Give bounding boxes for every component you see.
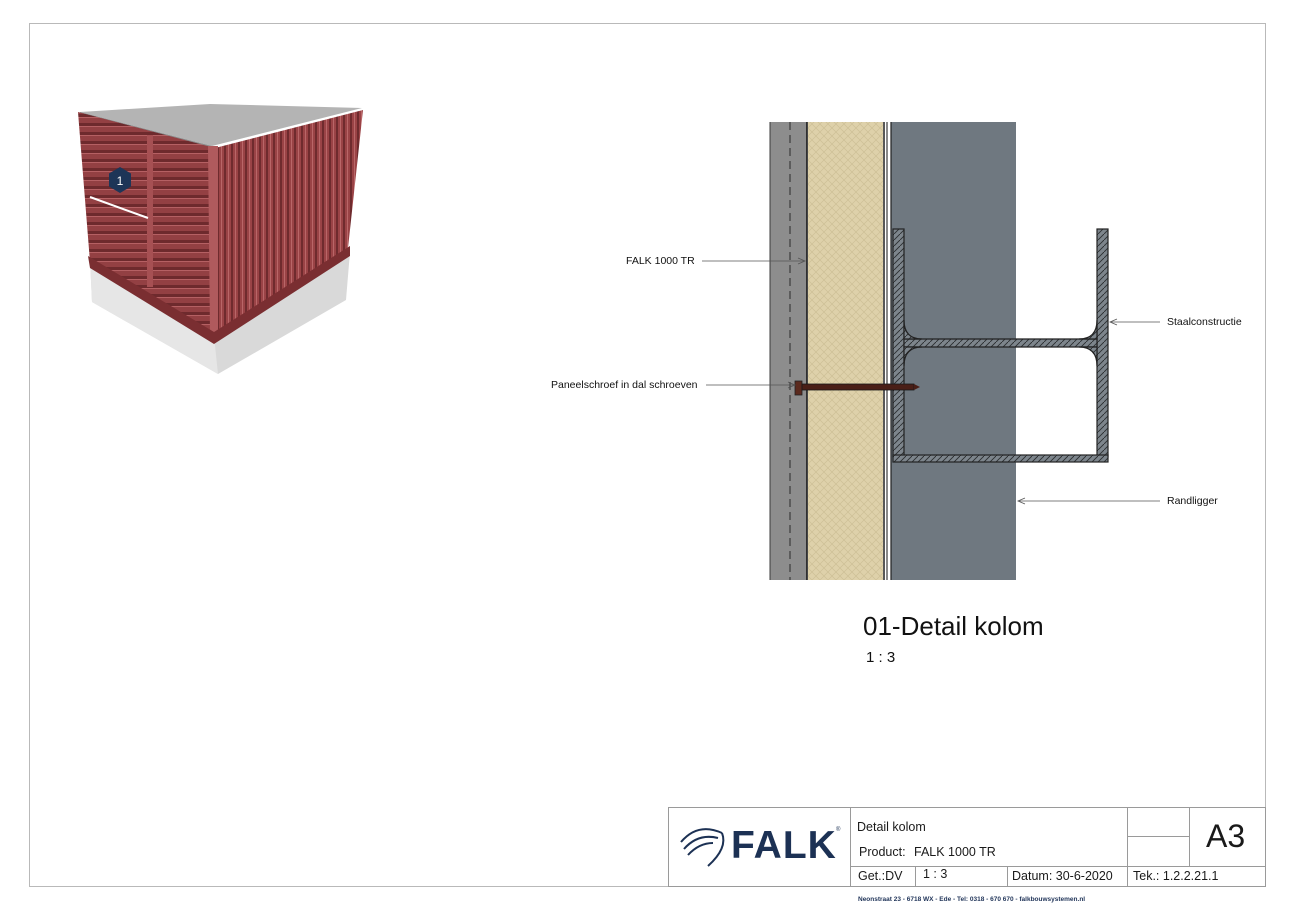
product-label: Product: [859,845,906,859]
label-edge-beam: Randligger [1167,495,1218,507]
sheet-size: A3 [1206,818,1246,854]
product-value: FALK 1000 TR [914,845,996,859]
right-wall-cladding [215,110,363,336]
outer-steel-sheet [770,122,807,580]
label-panel-screw: Paneelschroef in dal schroeven [551,379,698,391]
falk-logo-mark [680,828,725,867]
drawing-title: Detail kolom [857,820,926,834]
registered-mark: ® [836,827,841,833]
company-address: Neonstraat 23 - 6718 WX - Ede - Tel: 031… [858,896,1086,903]
drawing-scale: 1 : 3 [923,867,948,881]
detail-title: 01-Detail kolom [863,611,1044,641]
falk-logo: FALK [731,824,837,867]
title-block-grid [668,807,1266,887]
sheet-border [29,23,1266,887]
steel-profile [892,228,1109,463]
label-falk-panel: FALK 1000 TR [626,255,695,267]
insulation-core [808,122,883,580]
detail-scale: 1 : 3 [866,649,896,666]
panel-screw [794,380,920,396]
roof [80,104,362,146]
left-wall-cladding [78,112,215,336]
drawn-by: Get.:DV [858,869,903,883]
callout-hexagon [109,167,131,193]
drawing-date: Datum: 30-6-2020 [1012,869,1113,883]
callout-number: 1 [117,174,124,188]
edge-beam [891,122,1016,580]
label-steel-construction: Staalconstructie [1167,316,1242,328]
drawing-number: Tek.: 1.2.2.21.1 [1133,869,1219,883]
